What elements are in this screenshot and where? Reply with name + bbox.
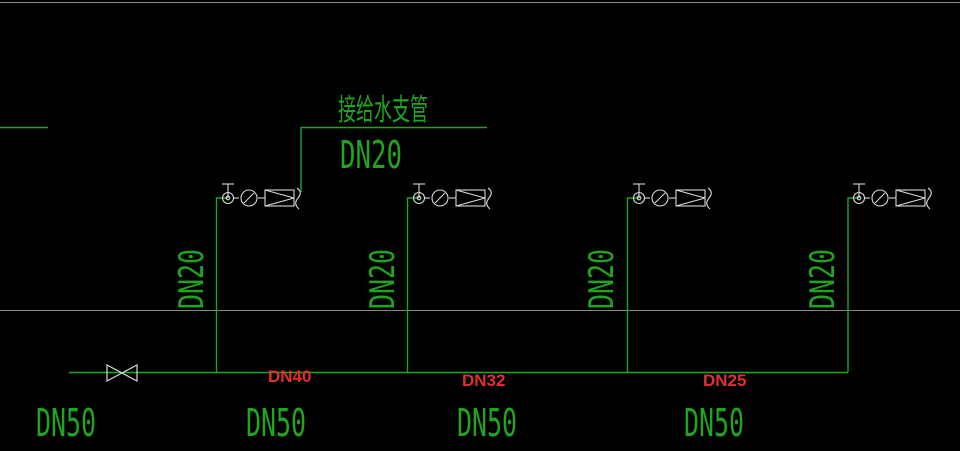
riser-label-1: DN20	[172, 249, 212, 309]
riser-label-3: DN20	[582, 249, 622, 309]
fixture-assembly-3	[632, 183, 712, 210]
meter-valve-assembly-icon	[852, 183, 932, 210]
segment-label-1: DN40	[268, 367, 311, 386]
fixture-assembly-4	[852, 183, 932, 210]
gate-valve-icon	[106, 364, 138, 382]
riser-label-4: DN20	[803, 249, 843, 309]
segment-label-3: DN25	[703, 371, 746, 390]
main-size-label-2: DN50	[246, 401, 306, 445]
meter-valve-assembly-icon	[412, 183, 492, 210]
main-size-label-4: DN50	[684, 401, 744, 445]
main-size-label-1: DN50	[36, 401, 96, 445]
segment-label-2: DN32	[462, 371, 505, 390]
risers	[215, 197, 859, 372]
fixture-assembly-2	[412, 183, 492, 210]
branch-pipe	[300, 126, 487, 192]
fixture-assembly-1	[221, 183, 301, 210]
meter-valve-assembly-icon	[632, 183, 712, 210]
branch-size-label: DN20	[340, 133, 402, 177]
branch-title: 接给水支管	[338, 93, 428, 128]
riser-label-2: DN20	[363, 249, 403, 309]
meter-valve-assembly-icon	[221, 183, 301, 210]
main-size-label-3: DN50	[457, 401, 517, 445]
